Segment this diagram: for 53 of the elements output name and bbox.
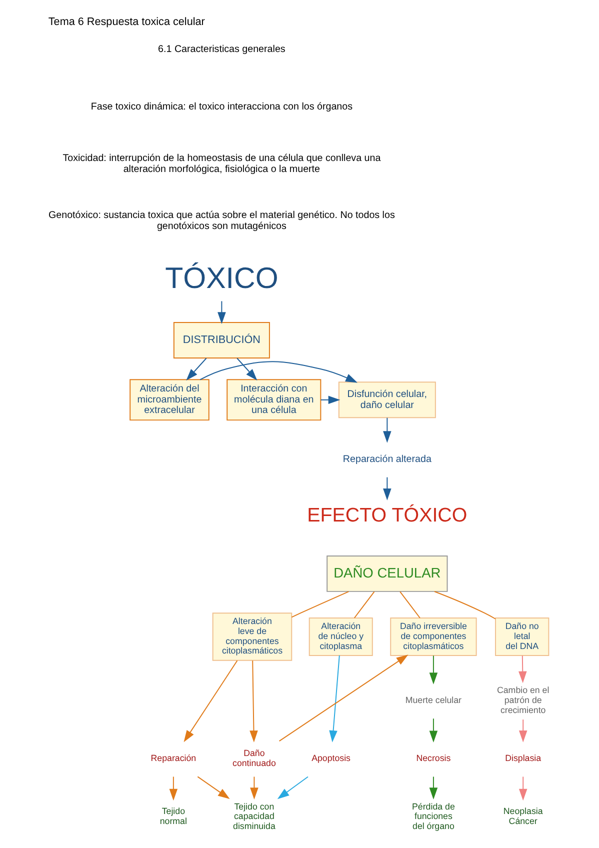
arrow	[168, 776, 178, 801]
arrow	[518, 655, 526, 684]
node-text: Daño continuado	[232, 748, 276, 768]
arrow	[250, 776, 258, 800]
connector	[290, 591, 349, 618]
diagram-title: Tema 6 Respuesta toxica celular	[48, 16, 204, 28]
node-box: DAÑO CELULAR	[326, 556, 448, 592]
arrow	[186, 358, 206, 380]
arrow	[518, 776, 527, 801]
node-text: Muerte celular	[404, 694, 462, 705]
node-text: Neoplasia Cáncer	[502, 806, 542, 826]
connector	[399, 591, 420, 618]
arrow	[183, 660, 238, 742]
arrow	[236, 358, 257, 380]
label: Genotóxico: sustancia toxica que actúa sobre el material genético. No todos los genotóxicos son mutagénicos	[48, 210, 394, 232]
arrow	[217, 300, 226, 324]
node-text: Tejido con capacidad disminuida	[232, 801, 275, 832]
arrow	[428, 776, 438, 800]
node-text: Displasia	[504, 753, 541, 764]
connector	[353, 591, 374, 618]
arrow	[278, 654, 408, 742]
node-text: Cambio en el patrón de crecimiento	[496, 685, 549, 715]
arrow	[328, 654, 340, 742]
node-text: Reparación	[150, 753, 196, 764]
arrow	[428, 718, 438, 743]
node-text: Pérdida de funciones del órgano	[412, 801, 454, 832]
node-box: Alteración del microambiente extracelular	[129, 379, 209, 421]
node-box: DISTRIBUCIÓN	[172, 322, 270, 358]
label: Toxicidad: interrupción de la homeostasis de una célula que conlleva una alteración morfológica, fisiológica o la muerte	[62, 153, 380, 175]
node-box: Alteración leve de componentes citoplasmáticos	[212, 612, 292, 661]
label: 6.1 Caracteristicas generales	[158, 44, 285, 56]
arrow	[382, 476, 391, 500]
node-text: Necrosis	[416, 753, 450, 764]
arrow	[320, 396, 340, 404]
node-box: Interacción con molécula diana en una célula	[226, 379, 321, 421]
arrow	[382, 417, 391, 443]
arrow	[428, 655, 438, 684]
node-text: Tejido normal	[159, 806, 186, 826]
node-text: EFECTO TÓXICO	[306, 504, 467, 527]
node-text: Apoptosis	[311, 753, 350, 764]
node-box: Disfunción celular, daño celular	[338, 382, 436, 418]
arrow	[249, 660, 258, 742]
arrow	[518, 719, 527, 742]
connector	[434, 591, 496, 620]
arrow	[196, 776, 230, 800]
label: Fase toxico dinámica: el toxico interacciona con los órganos	[90, 101, 352, 112]
node-box: Daño irreversible de componentes citoplasmáticos	[390, 618, 476, 656]
node-text: Reparación alterada	[342, 454, 431, 465]
arrow	[276, 776, 308, 800]
node-box: Daño no letal del DNA	[494, 618, 549, 656]
node-box: Alteración de núcleo y citoplasma	[308, 618, 372, 656]
node-text: TÓXICO	[164, 262, 278, 296]
arrow	[199, 361, 357, 383]
